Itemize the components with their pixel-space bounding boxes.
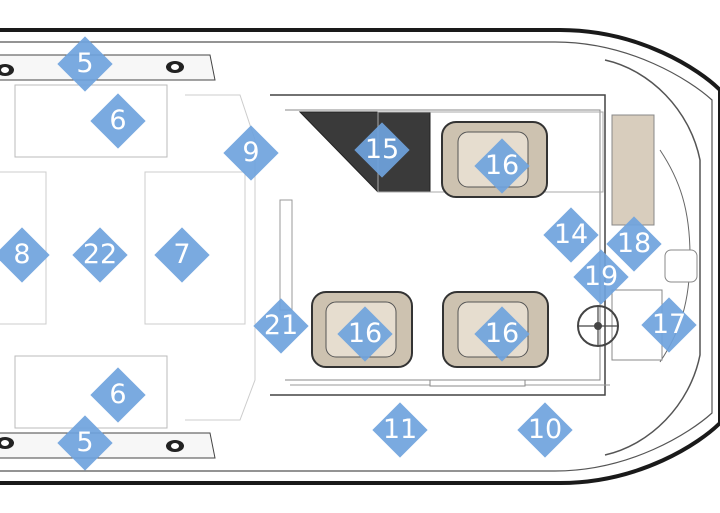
- marker-9: 9: [223, 125, 279, 181]
- marker-7: 7: [154, 227, 210, 283]
- marker-5-bottom: 5: [57, 415, 113, 471]
- steering-wheel-icon: [577, 305, 619, 347]
- marker-17: 17: [641, 297, 697, 353]
- windshield: [604, 59, 701, 456]
- marker-18: 18: [606, 216, 662, 272]
- marker-16-front-lower: 16: [474, 306, 530, 362]
- step-bar: [429, 379, 526, 387]
- cleat-icon: [0, 61, 184, 452]
- marker-10: 10: [517, 402, 573, 458]
- console-top: [664, 249, 698, 283]
- marker-15: 15: [354, 122, 410, 178]
- door-frame: [279, 199, 293, 311]
- transom-step: [185, 94, 256, 421]
- marker-6-bottom: 6: [90, 367, 146, 423]
- marker-14: 14: [543, 207, 599, 263]
- marker-6-top: 6: [90, 93, 146, 149]
- marker-19: 19: [573, 249, 629, 305]
- marker-16-aft-lower: 16: [337, 306, 393, 362]
- marker-22: 22: [72, 227, 128, 283]
- marker-21: 21: [253, 298, 309, 354]
- sunpad-bottom: [14, 355, 168, 429]
- marker-8: 8: [0, 227, 50, 283]
- helm-pad: [611, 114, 655, 226]
- marker-11: 11: [372, 402, 428, 458]
- hull-inner-line: [0, 41, 713, 472]
- marker-16-front-upper: 16: [474, 138, 530, 194]
- marker-5-top: 5: [57, 36, 113, 92]
- cockpit-wall: [270, 94, 606, 396]
